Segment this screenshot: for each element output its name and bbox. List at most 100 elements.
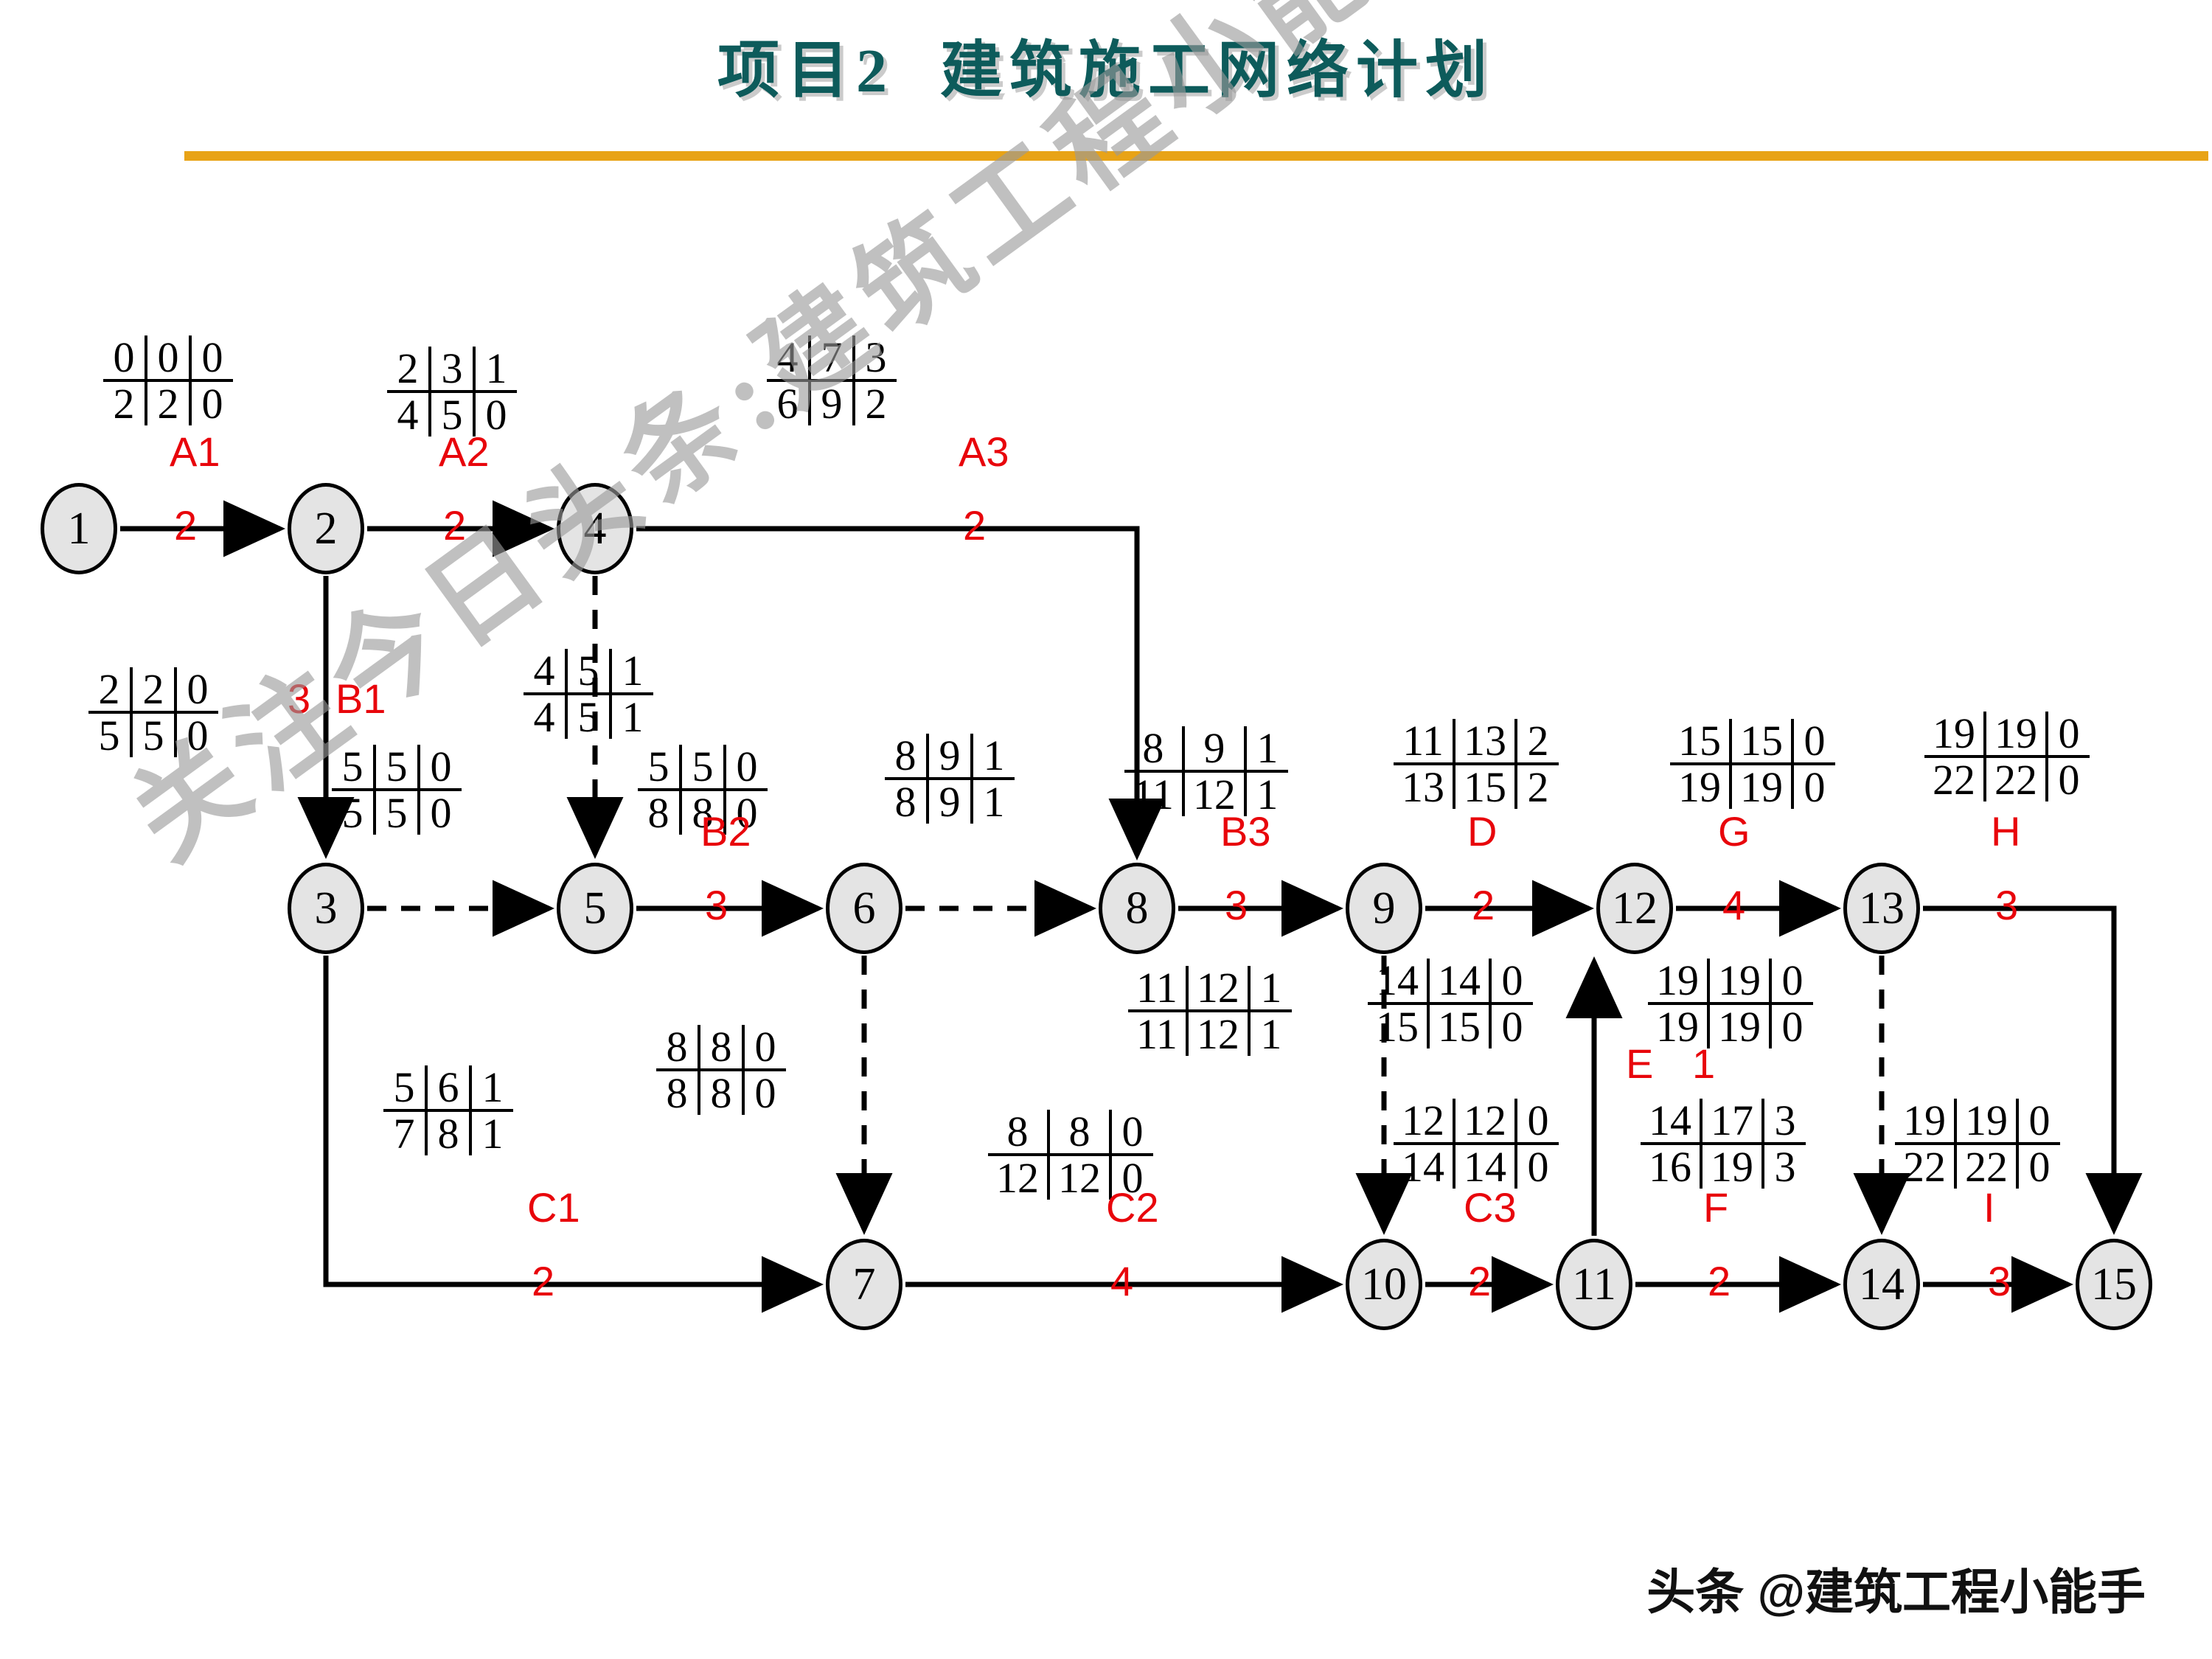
network-node-14[interactable]: 14 (1843, 1239, 1920, 1330)
time-param-cell: 19 (1710, 1005, 1772, 1048)
title-divider-rule (184, 151, 2208, 161)
network-node-12[interactable]: 12 (1596, 863, 1673, 954)
time-param-cell: 4 (767, 335, 811, 383)
time-param-cell: 5 (383, 1065, 428, 1113)
time-param-cell: 0 (2028, 1143, 2051, 1192)
time-param-cell: 14 (1641, 1099, 1703, 1146)
time-param-cell: 0 (1527, 1143, 1549, 1192)
time-param-cell: 2 (147, 382, 192, 425)
time-param-cell: 8 (700, 1025, 745, 1072)
time-param-cell: 1 (1250, 966, 1292, 1013)
time-param-cell: 5 (568, 695, 612, 739)
time-param-cell: 0 (2019, 1099, 2060, 1146)
time-param-cell: 1 (476, 347, 517, 394)
time-param-cell: 4 (524, 649, 568, 696)
time-param-cell: 8 (988, 1110, 1050, 1157)
time-param-cell: 2 (387, 347, 431, 394)
time-param-cell: 12 (1394, 1099, 1455, 1146)
time-param-cell: 3 (1774, 1143, 1796, 1192)
time-param-cell: 13 (1455, 719, 1517, 766)
time-param-cell: 0 (736, 789, 758, 838)
edge-duration-B3: 3 (1225, 882, 1248, 928)
time-param-cell: 11 (1128, 966, 1189, 1013)
time-param-cell: 1 (622, 693, 644, 742)
time-param-cell: 19 (1924, 712, 1986, 759)
time-param-cell: 2 (103, 382, 147, 425)
network-node-5[interactable]: 5 (557, 863, 633, 954)
network-node-11[interactable]: 11 (1556, 1239, 1632, 1330)
edge-label-C1: C1 (527, 1184, 580, 1231)
network-node-15[interactable]: 15 (2076, 1239, 2152, 1330)
time-param-cell: 5 (376, 791, 420, 835)
edge-duration-H: 3 (1995, 882, 2019, 928)
time-param-cell: 9 (929, 780, 973, 824)
network-node-13[interactable]: 13 (1843, 863, 1920, 954)
time-param-cell: 1 (1256, 771, 1279, 819)
time-param-cell: 5 (376, 745, 420, 792)
time-param-cell: 17 (1703, 1099, 1764, 1146)
time-param-cell: 0 (726, 745, 768, 792)
time-param-cell: 19 (1895, 1099, 1957, 1146)
time-param-cell: 8 (428, 1112, 472, 1155)
time-param-cell: 14 (1430, 959, 1492, 1006)
time-param-cell: 5 (133, 714, 177, 757)
time-param-cell: 12 (1189, 1012, 1251, 1056)
network-node-9[interactable]: 9 (1346, 863, 1422, 954)
time-param-cell: 8 (656, 1025, 700, 1072)
time-param-cell: 0 (1121, 1154, 1144, 1203)
time-param-cell: 5 (332, 745, 376, 792)
time-param-cell: 15 (1368, 1005, 1430, 1048)
time-param-cell: 1 (1246, 726, 1288, 773)
network-node-7[interactable]: 7 (826, 1239, 902, 1330)
time-param-cell: 8 (638, 791, 682, 835)
network-node-4[interactable]: 4 (557, 483, 633, 574)
edge-label-D: D (1467, 808, 1498, 855)
page-title: 项目2 建筑施工网络计划 (717, 37, 1495, 105)
network-node-8[interactable]: 8 (1099, 863, 1175, 954)
time-param-cell: 22 (1924, 758, 1986, 801)
edge-label-B3: B3 (1220, 808, 1271, 855)
edge-duration-E: 1 (1692, 1040, 1716, 1087)
time-param-cell: 22 (1957, 1145, 2019, 1189)
time-param-cell: 8 (885, 734, 929, 781)
network-node-6[interactable]: 6 (826, 863, 902, 954)
edge-label-C2: C2 (1106, 1184, 1159, 1231)
time-param-cell: 12 (1185, 773, 1247, 816)
network-node-3[interactable]: 3 (288, 863, 364, 954)
edge-label-A2: A2 (439, 428, 490, 475)
time-param-cell: 19 (1710, 959, 1772, 1006)
edge-duration-F: 2 (1708, 1258, 1731, 1304)
network-node-1[interactable]: 1 (41, 483, 117, 574)
time-param-cell: 3 (1764, 1099, 1806, 1146)
time-param-cell: 8 (1050, 1110, 1112, 1157)
edge-duration-C2: 4 (1110, 1258, 1134, 1304)
time-param-cell: 19 (1648, 959, 1710, 1006)
time-param-cell: 12 (988, 1156, 1050, 1200)
edge-label-B2: B2 (700, 808, 751, 855)
time-param-cell: 19 (1648, 1005, 1710, 1048)
network-node-2[interactable]: 2 (288, 483, 364, 574)
time-param-cell: 15 (1670, 719, 1732, 766)
time-param-cell: 12 (1455, 1099, 1517, 1146)
network-node-10[interactable]: 10 (1346, 1239, 1422, 1330)
edge-duration-B1: 3 (288, 675, 311, 722)
time-param-cell: 0 (1112, 1110, 1153, 1157)
time-param-cell: 7 (383, 1112, 428, 1155)
time-param-cell: 0 (485, 391, 507, 439)
